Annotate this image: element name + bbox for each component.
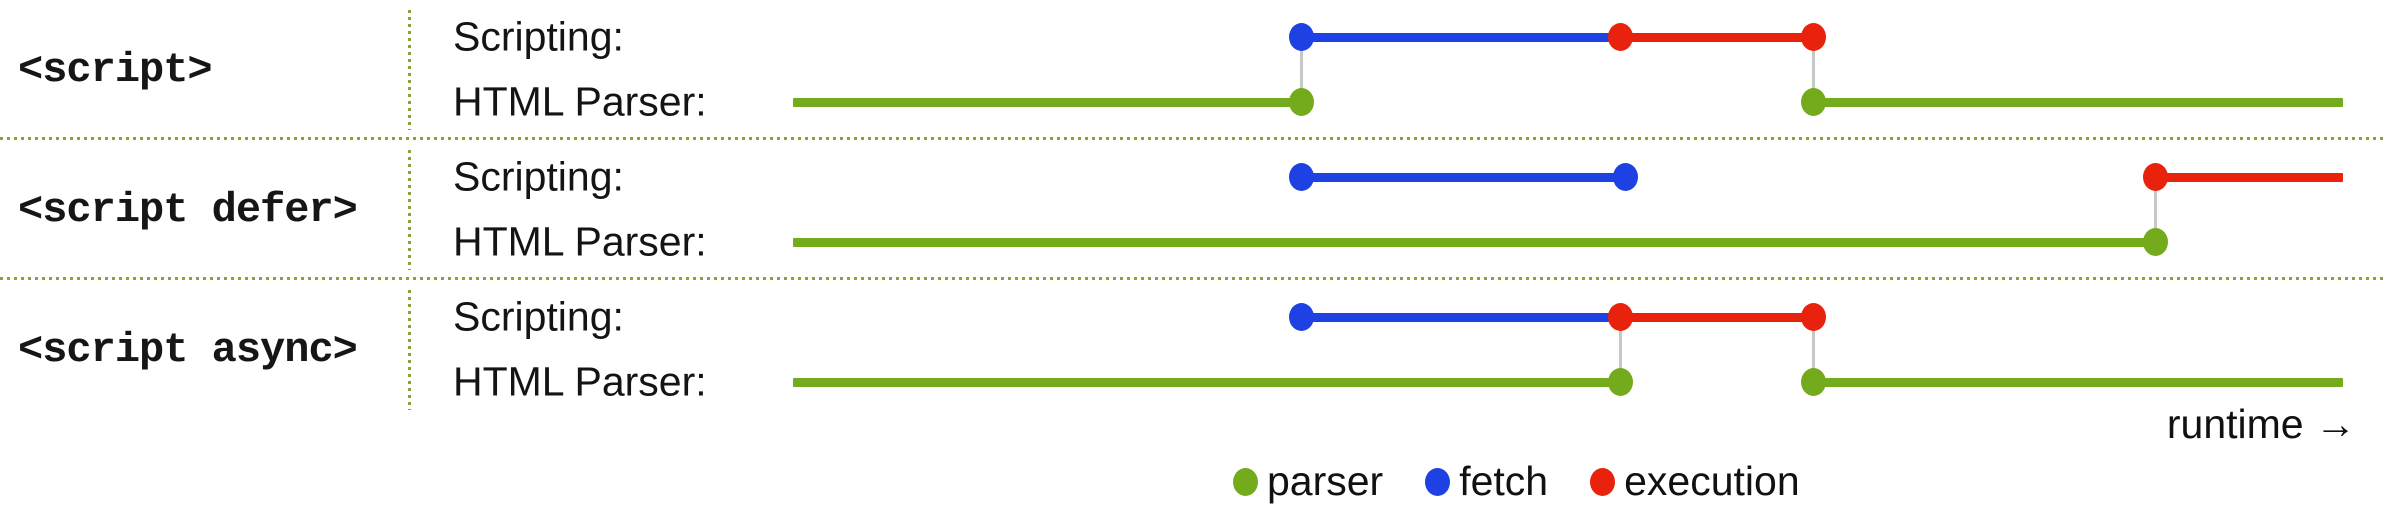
legend-item-fetch: fetch <box>1425 458 1548 505</box>
parser-track-label: HTML Parser: <box>453 78 707 125</box>
event-connector-line <box>1811 37 1815 102</box>
row-divider <box>0 277 2384 280</box>
row-script: <script> Scripting: HTML Parser: <box>0 0 2384 140</box>
timeline-dot-parser <box>1607 368 1633 396</box>
parser-legend-dot-icon <box>1233 467 1258 496</box>
fetch-legend-dot-icon <box>1425 467 1451 496</box>
scripting-track-label: Scripting: <box>453 13 624 60</box>
timeline-segment-fetch <box>1301 172 1625 182</box>
row-script-defer: <script defer> Scripting: HTML Parser: <box>0 140 2384 280</box>
parser-track-label: HTML Parser: <box>453 358 707 405</box>
timeline-segment-parser <box>1813 377 2343 387</box>
legend-item-execution: execution <box>1590 458 1800 505</box>
legend: parser fetch execution <box>1233 458 1800 505</box>
legend-item-parser: parser <box>1233 458 1383 505</box>
event-connector-line <box>1811 317 1815 382</box>
timeline-dot-fetch <box>1612 163 1638 191</box>
execution-legend-dot-icon <box>1590 467 1616 496</box>
event-connector-line <box>2153 177 2157 242</box>
row-label-script-async: <script async> <box>18 326 358 374</box>
timeline-segment-parser <box>793 237 2155 247</box>
legend-label-execution: execution <box>1624 458 1800 504</box>
event-connector-line <box>1299 37 1303 102</box>
event-connector-line <box>1618 317 1622 382</box>
row-divider <box>0 137 2384 140</box>
timeline-dot-execution <box>1607 23 1633 51</box>
timeline-segment-parser <box>793 97 1301 107</box>
vertical-dotted-divider <box>408 10 411 130</box>
timeline-dot-execution <box>2142 163 2168 191</box>
row-script-async: <script async> Scripting: HTML Parser: <box>0 280 2384 420</box>
scripting-track-label: Scripting: <box>453 293 624 340</box>
timeline-dot-parser <box>1288 88 1314 116</box>
timeline-dot-fetch <box>1288 23 1314 51</box>
timeline-dot-parser <box>2142 228 2168 256</box>
row-label-script-defer: <script defer> <box>18 186 358 234</box>
timeline-segment-execution <box>2155 172 2343 182</box>
runtime-axis-label: runtime → <box>2166 401 2356 447</box>
row-label-script: <script> <box>18 46 213 94</box>
parser-track-label: HTML Parser: <box>453 218 707 265</box>
legend-label-parser: parser <box>1267 458 1384 504</box>
timeline-segment-fetch <box>1301 312 1620 322</box>
timeline-dot-execution <box>1607 303 1633 331</box>
scripting-track-label: Scripting: <box>453 153 624 200</box>
legend-label-fetch: fetch <box>1459 458 1549 504</box>
timeline-dot-parser <box>1800 368 1826 396</box>
timeline-segment-parser <box>1813 97 2343 107</box>
timeline-segment-execution <box>1620 312 1813 322</box>
timeline-dot-execution <box>1800 303 1826 331</box>
timeline-dot-execution <box>1800 23 1826 51</box>
timeline-segment-execution <box>1620 32 1813 42</box>
timeline-dot-fetch <box>1288 303 1314 331</box>
vertical-dotted-divider <box>408 290 411 410</box>
timeline-segment-fetch <box>1301 32 1620 42</box>
timeline-dot-parser <box>1800 88 1826 116</box>
timeline-dot-fetch <box>1288 163 1314 191</box>
timeline-segment-parser <box>793 377 1620 387</box>
vertical-dotted-divider <box>408 150 411 270</box>
